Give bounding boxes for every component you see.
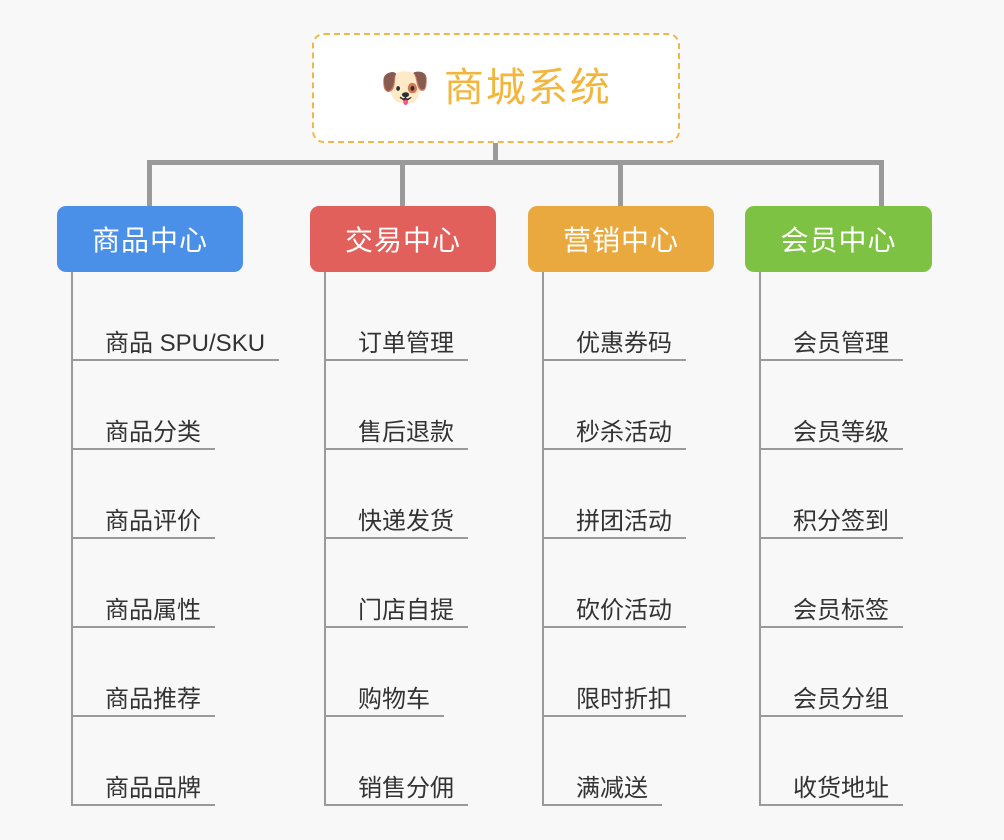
leaf-label: 收货地址: [793, 774, 889, 802]
leaf-item[interactable]: 限时折扣: [544, 628, 758, 717]
leaf-item[interactable]: 积分签到: [761, 450, 975, 539]
leaf-underline: [73, 448, 215, 450]
leaf-label: 门店自提: [358, 596, 454, 624]
category-header-product-center[interactable]: 商品中心: [57, 206, 243, 272]
leaf-item[interactable]: 砍价活动: [544, 539, 758, 628]
branch-member-center: 会员中心 会员管理 会员等级 积分签到 会员标签 会员分组 收货地址: [745, 206, 975, 806]
category-header-member-center[interactable]: 会员中心: [745, 206, 932, 272]
leaf-underline: [73, 537, 215, 539]
leaf-item[interactable]: 商品推荐: [73, 628, 287, 717]
leaf-list-product-center: 商品 SPU/SKU 商品分类 商品评价 商品属性 商品推荐 商品品牌: [71, 272, 287, 806]
leaf-item[interactable]: 购物车: [326, 628, 540, 717]
leaf-item[interactable]: 门店自提: [326, 539, 540, 628]
connector-horizontal-bus: [147, 160, 884, 165]
branch-trade-center: 交易中心 订单管理 售后退款 快递发货 门店自提 购物车 销售分佣: [310, 206, 540, 806]
connector-root-stem: [493, 143, 498, 164]
leaf-item[interactable]: 会员等级: [761, 361, 975, 450]
leaf-label: 商品品牌: [105, 774, 201, 802]
leaf-item[interactable]: 会员标签: [761, 539, 975, 628]
leaf-label: 销售分佣: [358, 774, 454, 802]
leaf-label: 商品 SPU/SKU: [105, 329, 266, 357]
category-header-trade-center[interactable]: 交易中心: [310, 206, 496, 272]
leaf-item[interactable]: 销售分佣: [326, 717, 540, 806]
leaf-item[interactable]: 满减送: [544, 717, 758, 806]
leaf-label: 会员等级: [793, 418, 889, 446]
leaf-underline: [73, 626, 215, 628]
leaf-list-trade-center: 订单管理 售后退款 快递发货 门店自提 购物车 销售分佣: [324, 272, 540, 806]
leaf-item[interactable]: 商品属性: [73, 539, 287, 628]
leaf-underline: [326, 804, 468, 806]
leaf-underline: [544, 359, 686, 361]
leaf-item[interactable]: 商品评价: [73, 450, 287, 539]
leaf-underline: [326, 537, 468, 539]
leaf-list-marketing-center: 优惠券码 秒杀活动 拼团活动 砍价活动 限时折扣 满减送: [542, 272, 758, 806]
leaf-underline: [761, 715, 903, 717]
leaf-underline: [761, 626, 903, 628]
leaf-label: 订单管理: [358, 329, 454, 357]
leaf-underline: [326, 448, 468, 450]
leaf-label: 优惠券码: [576, 329, 672, 357]
leaf-underline: [73, 804, 215, 806]
root-title: 商城系统: [443, 66, 612, 110]
leaf-item[interactable]: 商品 SPU/SKU: [73, 272, 287, 361]
leaf-underline: [544, 804, 662, 806]
connector-drop-trade-center: [400, 160, 405, 208]
leaf-underline: [761, 537, 903, 539]
leaf-label: 满减送: [576, 774, 648, 802]
leaf-underline: [326, 359, 468, 361]
leaf-underline: [544, 448, 686, 450]
leaf-underline: [544, 537, 686, 539]
leaf-item[interactable]: 会员管理: [761, 272, 975, 361]
leaf-item[interactable]: 收货地址: [761, 717, 975, 806]
leaf-label: 会员标签: [793, 596, 889, 624]
connector-drop-member-center: [879, 160, 884, 208]
branch-marketing-center: 营销中心 优惠券码 秒杀活动 拼团活动 砍价活动 限时折扣 满减送: [528, 206, 758, 806]
leaf-item[interactable]: 快递发货: [326, 450, 540, 539]
leaf-item[interactable]: 订单管理: [326, 272, 540, 361]
leaf-item[interactable]: 优惠券码: [544, 272, 758, 361]
leaf-label: 售后退款: [358, 418, 454, 446]
connector-drop-marketing-center: [618, 160, 623, 208]
leaf-underline: [73, 359, 279, 361]
branch-columns: 商品中心 商品 SPU/SKU 商品分类 商品评价 商品属性 商品推荐 商品品牌…: [0, 206, 1004, 840]
leaf-underline: [544, 715, 686, 717]
leaf-underline: [761, 448, 903, 450]
leaf-underline: [326, 715, 444, 717]
leaf-underline: [73, 715, 215, 717]
leaf-underline: [761, 804, 903, 806]
leaf-label: 商品属性: [105, 596, 201, 624]
root-node[interactable]: 🐶 商城系统: [312, 33, 680, 143]
leaf-item[interactable]: 商品品牌: [73, 717, 287, 806]
leaf-label: 秒杀活动: [576, 418, 672, 446]
leaf-label: 会员管理: [793, 329, 889, 357]
leaf-item[interactable]: 拼团活动: [544, 450, 758, 539]
leaf-label: 会员分组: [793, 685, 889, 713]
leaf-label: 购物车: [358, 685, 430, 713]
leaf-label: 积分签到: [793, 507, 889, 535]
category-header-marketing-center[interactable]: 营销中心: [528, 206, 714, 272]
shiba-dog-face-icon: 🐶: [380, 66, 430, 110]
leaf-underline: [761, 359, 903, 361]
leaf-item[interactable]: 商品分类: [73, 361, 287, 450]
leaf-underline: [544, 626, 686, 628]
leaf-label: 商品推荐: [105, 685, 201, 713]
leaf-label: 商品评价: [105, 507, 201, 535]
leaf-label: 限时折扣: [576, 685, 672, 713]
leaf-label: 砍价活动: [576, 596, 672, 624]
connector-drop-product-center: [147, 160, 152, 208]
leaf-item[interactable]: 售后退款: [326, 361, 540, 450]
leaf-underline: [326, 626, 468, 628]
branch-product-center: 商品中心 商品 SPU/SKU 商品分类 商品评价 商品属性 商品推荐 商品品牌: [57, 206, 287, 806]
leaf-label: 商品分类: [105, 418, 201, 446]
leaf-list-member-center: 会员管理 会员等级 积分签到 会员标签 会员分组 收货地址: [759, 272, 975, 806]
leaf-item[interactable]: 秒杀活动: [544, 361, 758, 450]
leaf-label: 快递发货: [358, 507, 454, 535]
leaf-item[interactable]: 会员分组: [761, 628, 975, 717]
leaf-label: 拼团活动: [576, 507, 672, 535]
